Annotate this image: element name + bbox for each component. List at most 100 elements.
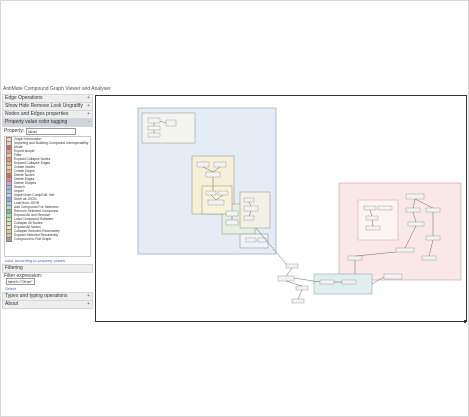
graph-node[interactable]	[147, 117, 161, 124]
tag-item-label: Add Compound For Selection	[14, 205, 59, 209]
compound-node-pink[interactable]	[338, 182, 462, 281]
graph-node[interactable]	[421, 255, 437, 261]
section-about[interactable]: About+	[2, 301, 93, 309]
graph-edges	[153, 120, 434, 300]
tag-item-label: Importing and Building Compound Interope…	[14, 141, 89, 145]
graph-edge[interactable]	[414, 198, 434, 209]
graph-node[interactable]	[395, 247, 415, 253]
graph-node[interactable]	[243, 215, 255, 221]
tag-item-label: Store as JSON	[14, 197, 37, 201]
graph-node[interactable]	[205, 171, 221, 178]
graph-node[interactable]	[319, 279, 335, 285]
color-by-property-link[interactable]: color according to property values	[5, 258, 66, 263]
graph-node[interactable]	[207, 199, 225, 206]
property-select[interactable]: label	[26, 127, 77, 135]
graph-svg[interactable]	[96, 96, 466, 321]
color-swatch[interactable]	[6, 236, 12, 242]
graph-node[interactable]	[377, 205, 393, 211]
section-edge-operations[interactable]: Edge Operations+	[2, 94, 93, 103]
section-types[interactable]: Types and typing operations+	[2, 292, 93, 301]
tag-item-label: Export simple	[14, 149, 35, 153]
graph-edge[interactable]	[285, 280, 303, 287]
tag-item-label: Create Edges	[14, 169, 35, 173]
graph-node[interactable]	[147, 132, 161, 138]
graph-node[interactable]	[347, 255, 363, 261]
filter-expression-input[interactable]: label!="Other"	[6, 278, 35, 285]
graph-node[interactable]	[196, 161, 210, 168]
tag-item-label: Expand All Nodes	[14, 225, 41, 229]
graph-edge[interactable]	[428, 239, 434, 257]
tag-item-label: Expand Collapse Edges	[14, 161, 51, 165]
section-property-color-tagging[interactable]: Property value color tagging-	[2, 119, 93, 127]
section-filtering[interactable]: Filtering	[2, 264, 93, 273]
graph-node[interactable]	[407, 221, 425, 227]
graph-edge[interactable]	[369, 209, 373, 217]
graph-edge[interactable]	[371, 219, 374, 227]
tag-item-label: Collapse Selected Recursively	[14, 229, 60, 233]
tag-item-label: Mode	[14, 145, 23, 149]
graph-node[interactable]	[277, 275, 295, 282]
expand-icon: +	[87, 95, 90, 101]
graph-node[interactable]	[213, 161, 227, 168]
tag-item[interactable]: Compound to Flat Graph	[5, 236, 90, 242]
graph-canvas[interactable]	[95, 95, 467, 322]
compound-node-inner-yellow[interactable]	[201, 185, 233, 215]
expand-icon: +	[87, 293, 90, 299]
graph-edge[interactable]	[404, 225, 417, 249]
graph-edge[interactable]	[212, 166, 221, 173]
graph-edge[interactable]	[412, 198, 416, 209]
sidebar: Edge Operations+ Show Hide Remove Look U…	[2, 94, 93, 320]
graph-node[interactable]	[365, 225, 381, 231]
graph-edge[interactable]	[202, 166, 214, 173]
graph-node[interactable]	[217, 190, 229, 196]
graph-node[interactable]	[225, 210, 239, 217]
graph-edge[interactable]	[255, 227, 287, 265]
tag-item-label: Load from JSON	[14, 201, 40, 205]
tag-item-label: Delete Shapes	[14, 181, 37, 185]
graph-node[interactable]	[291, 298, 305, 304]
graph-edge[interactable]	[248, 210, 252, 217]
graph-node[interactable]	[363, 205, 377, 211]
filter-select-link[interactable]: Select	[5, 286, 17, 291]
tag-item-label: Load Compound Software	[14, 217, 54, 221]
graph-node[interactable]	[245, 237, 257, 243]
tag-item-label: Filter	[14, 153, 22, 157]
graph-node[interactable]	[383, 273, 403, 280]
graph-node[interactable]	[285, 263, 299, 269]
tag-item-label: Import	[14, 189, 24, 193]
graph-edge[interactable]	[371, 276, 385, 285]
graph-edge[interactable]	[293, 277, 321, 283]
tag-item-label: Expand Collapse Nodes	[14, 157, 51, 161]
canvas-resize-handle[interactable]	[464, 320, 466, 323]
tag-item-label: Remove Selected Compound	[14, 209, 59, 213]
graph-edge[interactable]	[215, 194, 224, 201]
graph-edge[interactable]	[355, 251, 397, 257]
tag-item-label: Graph Information	[14, 137, 42, 141]
graph-node[interactable]	[243, 197, 255, 203]
graph-node[interactable]	[425, 207, 441, 213]
graph-node[interactable]	[165, 119, 177, 127]
graph-node[interactable]	[365, 215, 379, 221]
graph-node[interactable]	[205, 190, 217, 196]
graph-node[interactable]	[425, 235, 441, 241]
graph-edge[interactable]	[285, 267, 293, 277]
section-show-hide[interactable]: Show Hide Remove Look Ungrafify+	[2, 103, 93, 111]
section-nodes-edges-properties[interactable]: Nodes and Edges properties+	[2, 111, 93, 119]
graph-node[interactable]	[405, 193, 425, 200]
graph-edge[interactable]	[159, 120, 167, 124]
graph-node[interactable]	[243, 205, 259, 212]
graph-node[interactable]	[405, 207, 421, 213]
graph-node[interactable]	[147, 125, 161, 131]
expand-icon: +	[87, 301, 90, 307]
graph-edge[interactable]	[297, 289, 303, 300]
graph-edge[interactable]	[210, 194, 217, 201]
tag-item-label: Import from CompEdit, Net	[14, 193, 55, 197]
graph-edge[interactable]	[412, 211, 417, 223]
graph-edge[interactable]	[248, 201, 252, 207]
graph-node[interactable]	[225, 219, 239, 226]
tag-item-label: Search	[14, 185, 25, 189]
graph-node[interactable]	[341, 279, 357, 285]
graph-node[interactable]	[295, 285, 309, 291]
expand-icon: +	[87, 103, 90, 109]
